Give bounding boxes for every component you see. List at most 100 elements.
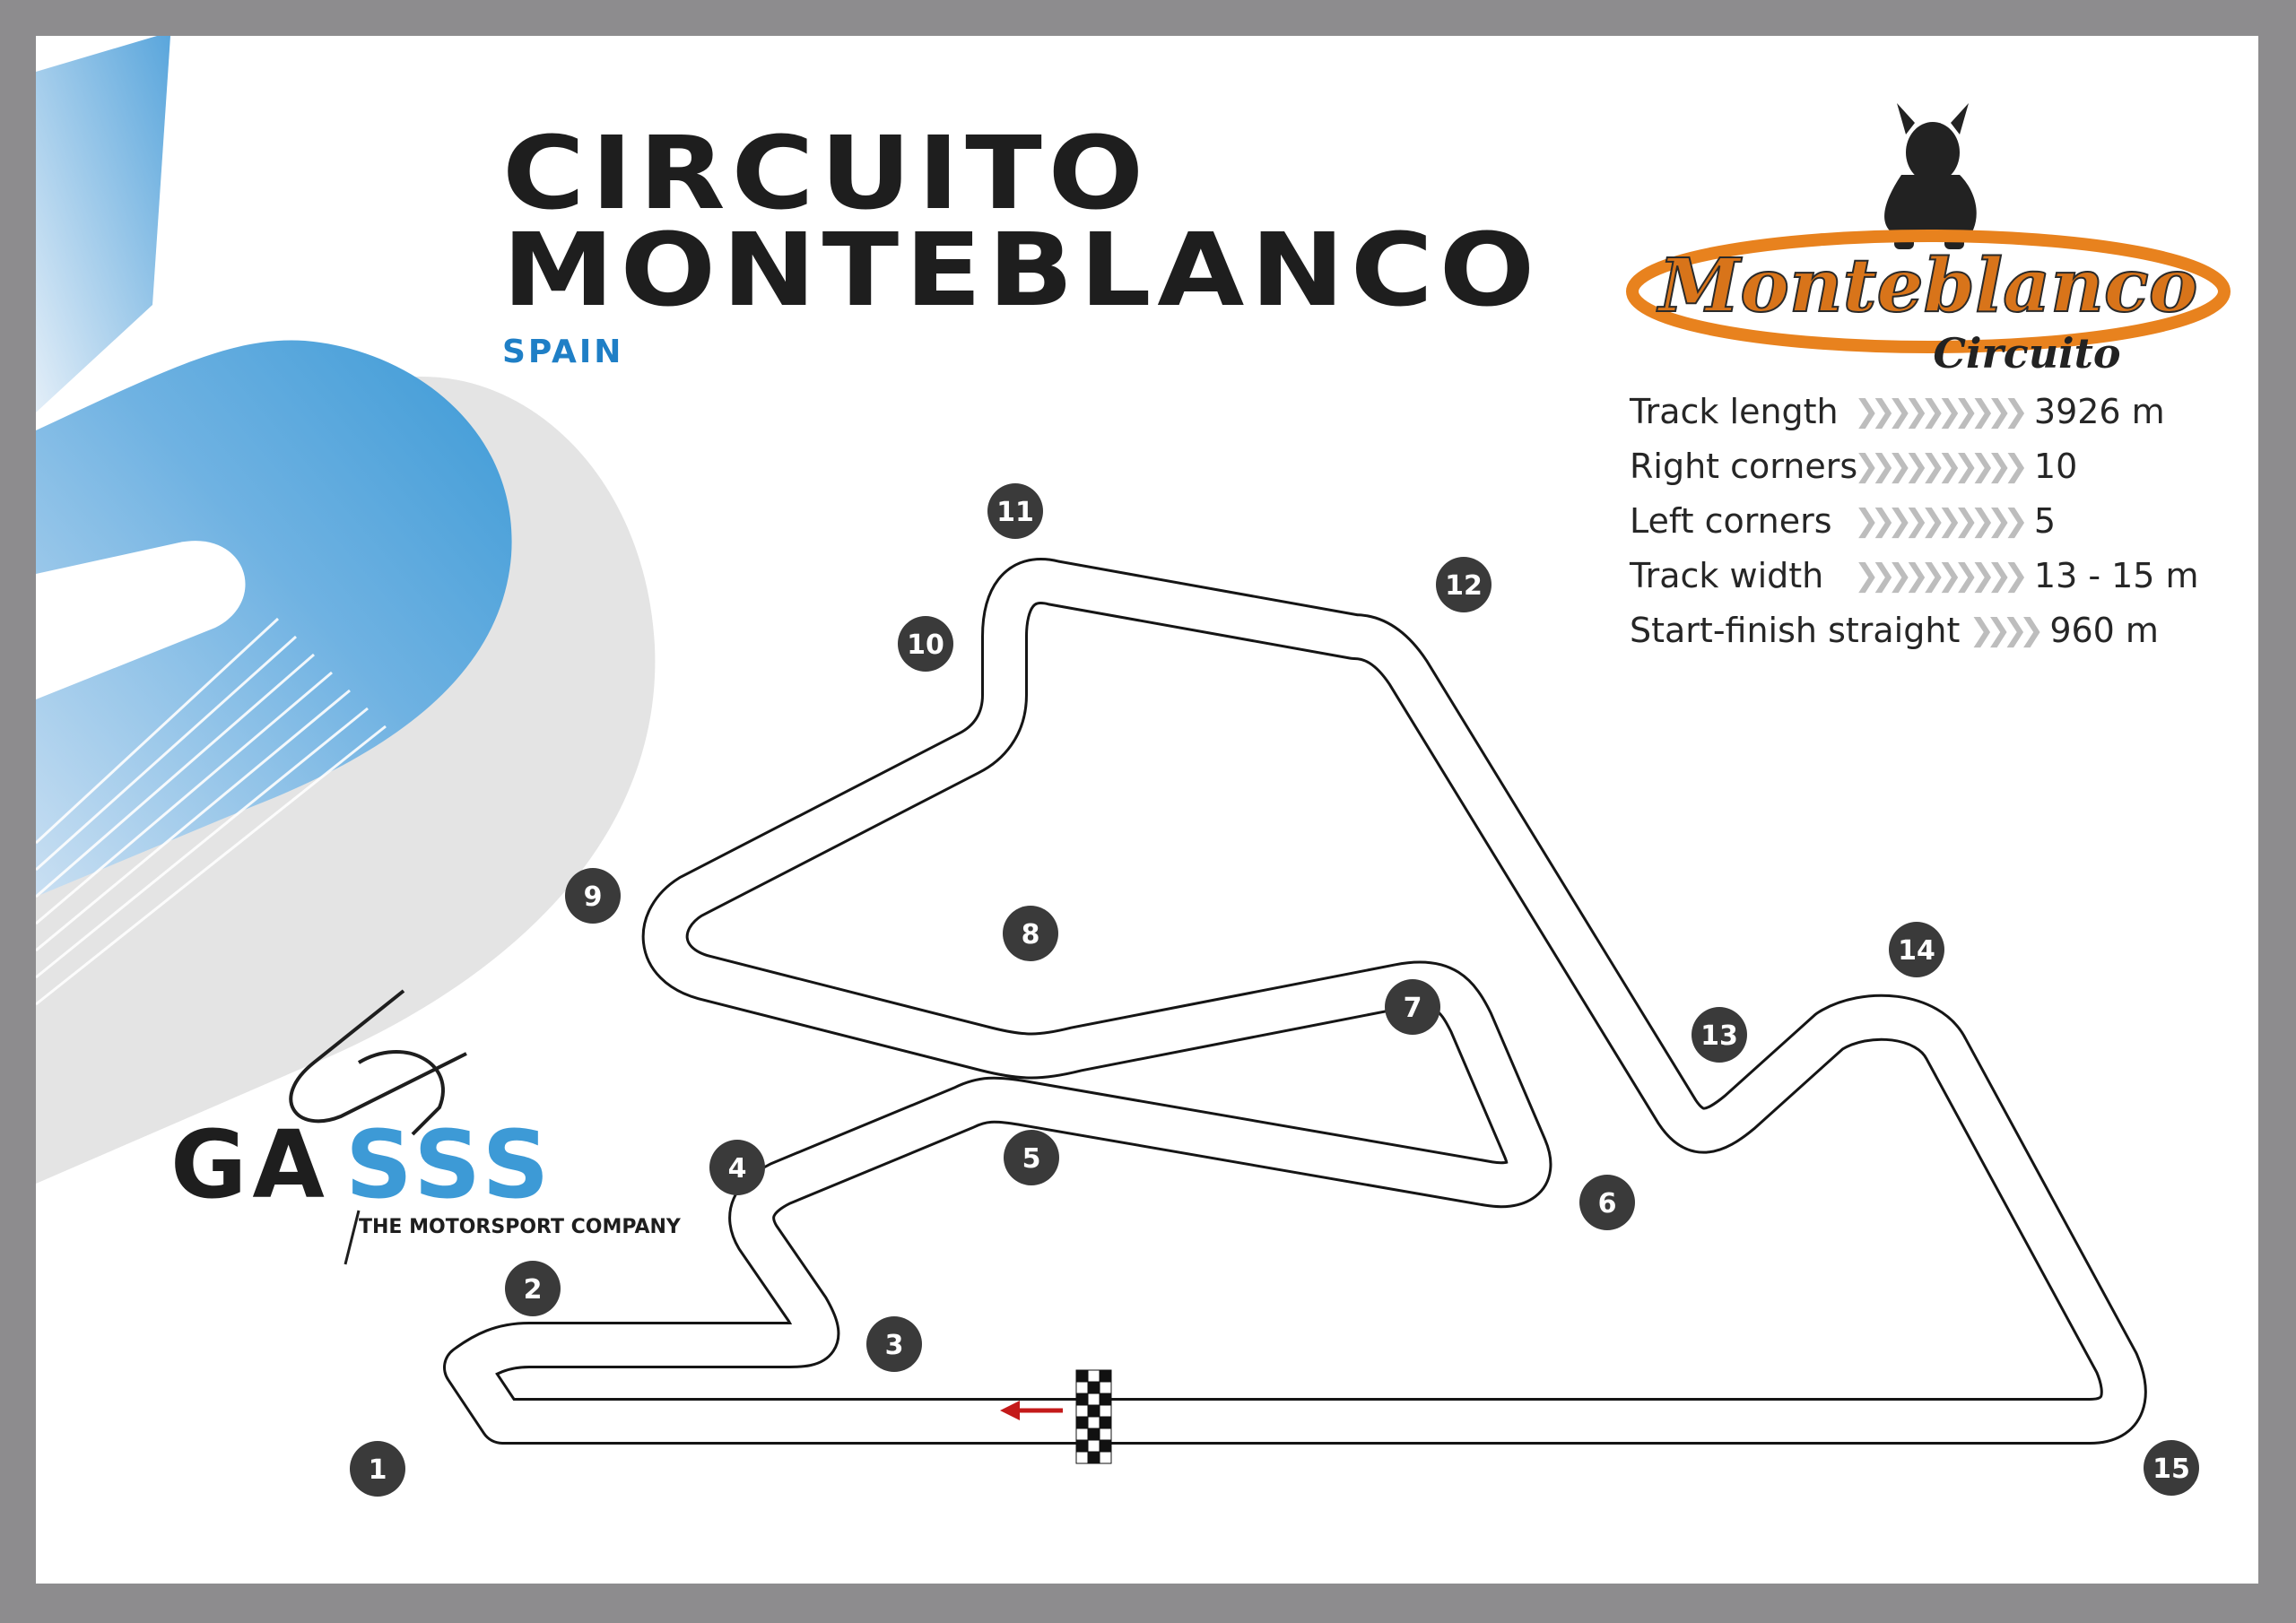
stat-label: Track length — [1630, 391, 1839, 431]
corner-marker: 14 — [1889, 922, 1944, 977]
flag-square — [1099, 1404, 1112, 1418]
flag-square — [1099, 1416, 1112, 1429]
flag-square — [1087, 1393, 1100, 1406]
stat-row: Track width ❯❯❯❯❯❯❯❯❯❯13 - 15 m — [1630, 548, 2199, 603]
flag-square — [1075, 1393, 1089, 1406]
corner-marker: 5 — [1004, 1130, 1059, 1185]
chevrons-icon: ❯❯❯❯❯❯❯❯❯❯ — [1854, 502, 2029, 539]
corner-marker-circle — [1436, 557, 1492, 612]
direction-arrow-icon — [1000, 1401, 1063, 1420]
corner-number: 11 — [996, 497, 1034, 528]
circuit-title: CIRCUITO MONTEBLANCO — [502, 116, 1541, 329]
corner-marker-circle — [2144, 1440, 2199, 1496]
flag-square — [1087, 1369, 1100, 1383]
corner-marker: 8 — [1003, 906, 1058, 961]
corner-marker: 11 — [987, 483, 1043, 539]
corner-marker-circle — [1004, 1130, 1059, 1185]
bulldog-icon — [1884, 103, 1977, 249]
corner-marker: 13 — [1692, 1007, 1747, 1063]
corner-marker-circle — [1692, 1007, 1747, 1063]
corner-number: 10 — [907, 629, 944, 661]
corner-marker-circle — [866, 1316, 922, 1372]
corner-marker: 12 — [1436, 557, 1492, 612]
flag-square — [1075, 1416, 1089, 1429]
corner-marker: 15 — [2144, 1440, 2199, 1496]
corner-marker-circle — [565, 868, 621, 924]
corner-marker-circle — [987, 483, 1043, 539]
flag-square — [1075, 1369, 1089, 1383]
flag-square — [1087, 1416, 1100, 1429]
country-label: SPAIN — [502, 334, 624, 370]
corner-number: 6 — [1598, 1188, 1617, 1219]
corner-marker: 9 — [565, 868, 621, 924]
flag-square — [1075, 1404, 1089, 1418]
corner-number: 8 — [1022, 919, 1040, 950]
monteblanco-logo: Monteblanco Circuito — [1626, 103, 2231, 378]
stat-label: Start-finish straight — [1630, 610, 1961, 650]
corner-marker-circle — [350, 1441, 405, 1497]
corner-marker: 1 — [350, 1441, 405, 1497]
stat-row: Right corners❯❯❯❯❯❯❯❯❯❯10 — [1630, 438, 2199, 493]
corner-marker: 4 — [709, 1140, 765, 1195]
corner-number: 3 — [885, 1330, 904, 1361]
stat-row: Left corners ❯❯❯❯❯❯❯❯❯❯5 — [1630, 493, 2199, 548]
corner-number: 5 — [1022, 1143, 1041, 1175]
corner-number: 13 — [1700, 1020, 1738, 1052]
corner-marker: 7 — [1385, 979, 1440, 1035]
background-swoosh — [36, 36, 656, 1184]
corner-number: 7 — [1404, 993, 1422, 1024]
flag-square — [1099, 1393, 1112, 1406]
stat-value: 13 - 15 m — [2033, 555, 2199, 595]
corner-marker: 6 — [1579, 1175, 1635, 1230]
track-surface — [446, 560, 2144, 1442]
corner-marker: 10 — [898, 616, 953, 672]
flag-square — [1087, 1428, 1100, 1441]
logo-script: Monteblanco — [1657, 243, 2198, 329]
chevrons-icon: ❯❯❯❯❯❯❯❯❯❯ — [1854, 393, 2029, 430]
corner-marker-circle — [709, 1140, 765, 1195]
corner-marker-circle — [1889, 922, 1944, 977]
stat-label: Left corners — [1630, 500, 1832, 541]
corner-marker-circle — [505, 1261, 561, 1316]
flag-square — [1099, 1428, 1112, 1441]
stat-row: Track length ❯❯❯❯❯❯❯❯❯❯3926 m — [1630, 384, 2199, 438]
chevrons-icon: ❯❯❯❯ — [1969, 612, 2044, 648]
start-finish-line — [1075, 1369, 1112, 1464]
stat-value: 5 — [2033, 500, 2057, 541]
flag-square — [1075, 1439, 1089, 1453]
flag-square — [1099, 1451, 1112, 1464]
stat-label: Track width — [1630, 555, 1824, 595]
gasss-tagline: THE MOTORSPORT COMPANY — [359, 1216, 682, 1238]
flag-square — [1087, 1381, 1100, 1394]
chevrons-icon: ❯❯❯❯❯❯❯❯❯❯ — [1854, 557, 2029, 594]
corner-marker: 3 — [866, 1316, 922, 1372]
corner-marker-circle — [1003, 906, 1058, 961]
title-line-2: MONTEBLANCO — [502, 213, 1541, 329]
flag-square — [1087, 1439, 1100, 1453]
corner-number: 1 — [369, 1454, 387, 1486]
corner-number: 15 — [2152, 1454, 2190, 1485]
flag-square — [1099, 1439, 1112, 1453]
flag-square — [1087, 1451, 1100, 1464]
stat-row: Start-finish straight❯❯❯❯960 m — [1630, 603, 2199, 657]
corner-number: 9 — [584, 881, 603, 913]
stat-value: 960 m — [2049, 610, 2159, 650]
flag-square — [1099, 1369, 1112, 1383]
corner-marker: 2 — [505, 1261, 561, 1316]
gasss-logo: GA SSS THE MOTORSPORT COMPANY — [170, 989, 682, 1265]
flag-square — [1075, 1428, 1089, 1441]
stat-value: 3926 m — [2033, 391, 2165, 431]
gasss-name-part2: SSS — [345, 1110, 554, 1219]
gasss-name-part1: GA — [170, 1110, 330, 1219]
corner-number: 2 — [524, 1274, 543, 1306]
flag-square — [1075, 1451, 1089, 1464]
chevrons-icon: ❯❯❯❯❯❯❯❯❯❯ — [1854, 447, 2029, 484]
stat-label: Right corners — [1630, 446, 1858, 486]
map-sheet: CIRCUITO MONTEBLANCO SPAIN Monteblanco C… — [36, 36, 2258, 1584]
title-line-1: CIRCUITO — [502, 116, 1150, 232]
corner-number: 4 — [728, 1153, 747, 1185]
flag-square — [1099, 1381, 1112, 1394]
